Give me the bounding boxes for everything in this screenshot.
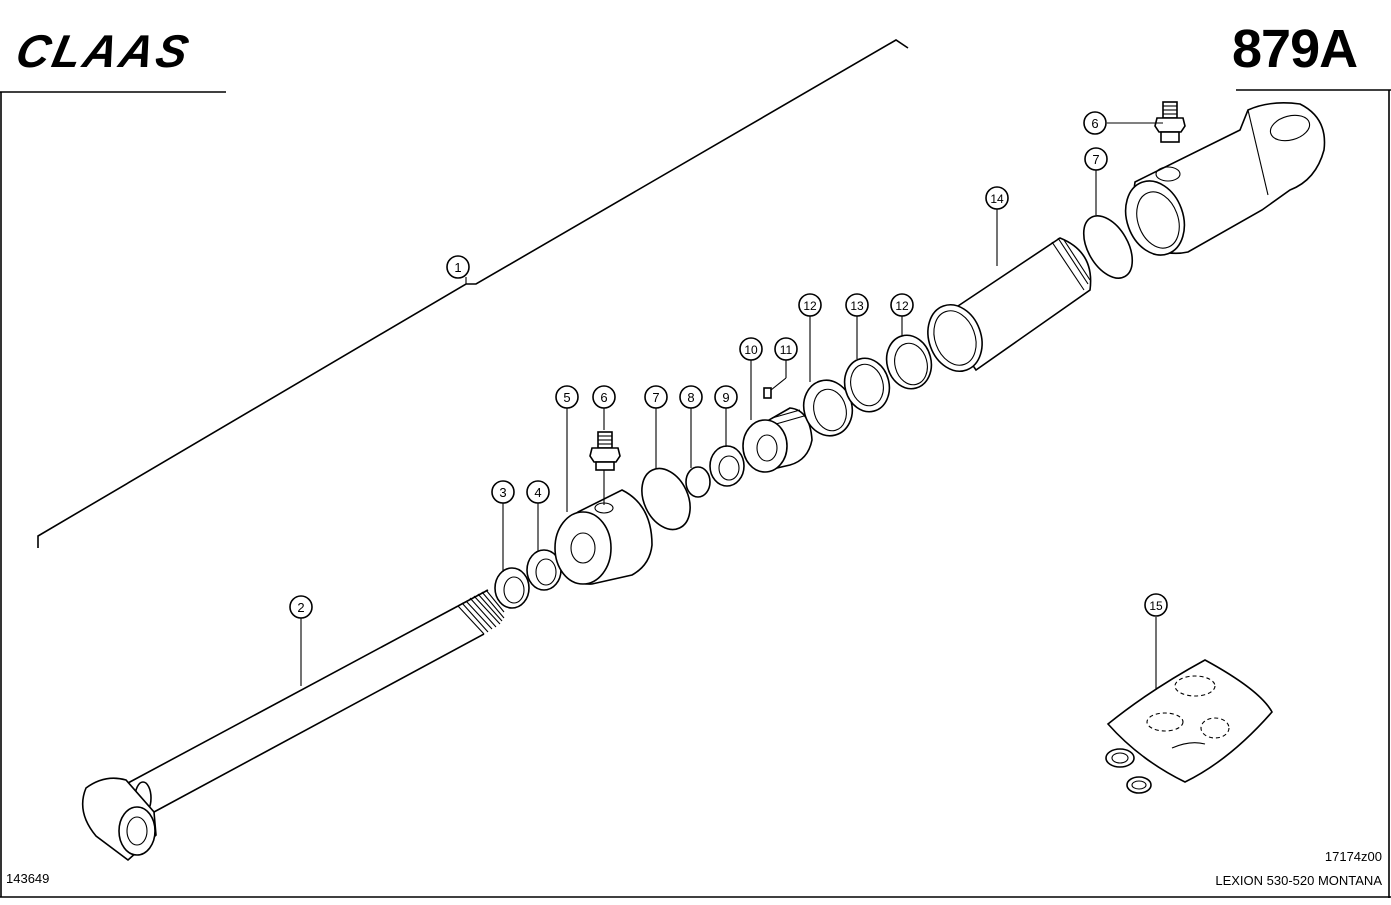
svg-text:6: 6: [1091, 116, 1098, 131]
svg-text:9: 9: [722, 390, 729, 405]
svg-text:14: 14: [990, 192, 1004, 206]
callout-15: 15: [1144, 593, 1168, 617]
cylinder-tube: [927, 237, 1092, 372]
svg-text:2: 2: [297, 600, 304, 615]
svg-text:6: 6: [600, 390, 607, 405]
drawing-number: 143649: [6, 871, 50, 886]
guide-ring: [709, 445, 745, 487]
callout-3: 3: [491, 480, 515, 504]
hydraulic-fitting-left: [589, 431, 621, 471]
seal-kit-bag: [1105, 659, 1273, 794]
reference-code: 17174z00: [1324, 849, 1382, 864]
svg-text:13: 13: [850, 299, 864, 313]
piston-seal-2: [843, 357, 891, 413]
brand-logo-text: CLAAS: [12, 25, 196, 76]
claas-logo-icon: CLAAS: [12, 25, 196, 76]
callout-7: 7: [644, 385, 668, 409]
svg-text:7: 7: [652, 390, 659, 405]
piston: [742, 407, 813, 473]
callout-13: 13: [845, 293, 869, 317]
o-ring-large: [641, 467, 691, 531]
o-ring-right: [1082, 215, 1134, 279]
diagram-code: 879A: [1232, 19, 1358, 79]
callout-4: 4: [526, 480, 550, 504]
callout-10: 10: [739, 337, 763, 361]
piston-seal-3: [885, 334, 933, 390]
set-screw: [763, 387, 772, 399]
callout-11: 11: [774, 337, 798, 361]
svg-text:3: 3: [499, 485, 506, 500]
svg-text:7: 7: [1092, 152, 1099, 167]
callout-12b: 12: [890, 293, 914, 317]
callout-8: 8: [679, 385, 703, 409]
svg-text:5: 5: [563, 390, 570, 405]
wiper-ring: [494, 567, 530, 609]
o-ring-small: [685, 466, 711, 498]
cylinder-base: [1124, 102, 1326, 256]
callout-5: 5: [555, 385, 579, 409]
callout-14: 14: [985, 186, 1009, 210]
svg-text:15: 15: [1149, 599, 1163, 613]
svg-text:12: 12: [803, 299, 817, 313]
hydraulic-fitting-right: [1154, 101, 1186, 143]
callout-9: 9: [714, 385, 738, 409]
leader-lines: [300, 122, 1163, 690]
cylinder-head: [554, 489, 653, 585]
callout-7-right: 7: [1084, 147, 1108, 171]
callout-6-right: 6: [1083, 111, 1107, 135]
model-label: LEXION 530-520 MONTANA: [1215, 873, 1382, 888]
piston-rod: [81, 589, 505, 862]
svg-text:1: 1: [454, 260, 461, 275]
svg-text:4: 4: [534, 485, 541, 500]
svg-text:8: 8: [687, 390, 694, 405]
callout-1: 1: [446, 255, 470, 279]
svg-text:10: 10: [744, 343, 758, 357]
callout-6: 6: [592, 385, 616, 409]
svg-text:11: 11: [780, 343, 793, 357]
callout-12a: 12: [798, 293, 822, 317]
callout-2: 2: [289, 595, 313, 619]
assembly-bracket: [37, 39, 909, 548]
svg-text:12: 12: [895, 299, 909, 313]
